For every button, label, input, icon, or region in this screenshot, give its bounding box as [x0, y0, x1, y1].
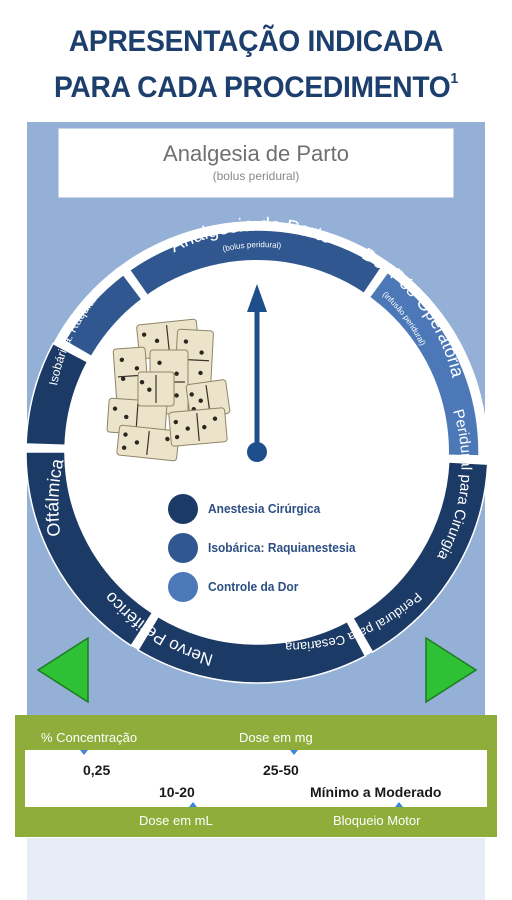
right-triangle-icon[interactable] [420, 634, 480, 706]
selected-procedure-note: (bolus peridural) [212, 169, 300, 183]
dosage-values-box: 0,25 25-50 10-20 Mínimo a Moderado [25, 750, 487, 807]
dominoes-image [106, 318, 231, 462]
legend-label: Isobárica: Raquianestesia [208, 540, 356, 555]
page-title: APRESENTAÇÃO INDICADA PARA CADA PROCEDIM… [15, 22, 496, 108]
legend-item: Anestesia Cirúrgica [168, 494, 428, 524]
footnote-marker: 1 [450, 70, 458, 87]
motor-block-tick [395, 802, 403, 807]
page-title-line1: APRESENTAÇÃO INDICADA [68, 25, 444, 58]
dose-mg-tick [290, 750, 298, 755]
motor-block-label: Bloqueio Motor [333, 813, 421, 828]
dose-mg-value: 25-50 [263, 762, 299, 778]
page-title-line2-text: PARA CADA PROCEDIMENTO [53, 71, 451, 104]
pointer-arrow-icon [247, 284, 267, 462]
domino-tile [168, 407, 228, 447]
concentration-label: % Concentração [41, 730, 138, 745]
segment-peridural-cirurgia[interactable] [351, 461, 489, 654]
legend-label: Anestesia Cirúrgica [208, 501, 321, 516]
legend-dot-isobarica [168, 533, 198, 563]
legend-item: Isobárica: Raquianestesia [168, 533, 428, 563]
motor-block-value: Mínimo a Moderado [310, 784, 442, 800]
legend-item: Controle da Dor [168, 572, 428, 602]
domino-tile [137, 371, 175, 407]
concentration-tick [80, 750, 88, 755]
dose-mg-label: Dose em mg [239, 730, 313, 745]
dose-ml-tick [189, 802, 197, 807]
legend-dot-anestesia [168, 494, 198, 524]
selected-procedure-name: Analgesia de Parto [163, 141, 349, 166]
dose-ml-value: 10-20 [159, 784, 195, 800]
concentration-value: 0,25 [83, 762, 111, 778]
left-triangle-icon[interactable] [34, 634, 94, 706]
legend-label: Controle da Dor [208, 579, 299, 594]
dosage-info-panel: % Concentração Dose em mg 0,25 25-50 10-… [15, 715, 497, 837]
page-title-line2: PARA CADA PROCEDIMENTO1 [15, 62, 496, 108]
selected-procedure-box: Analgesia de Parto (bolus peridural) [58, 128, 454, 198]
dose-ml-label: Dose em mL [139, 813, 213, 828]
legend-dot-controle [168, 572, 198, 602]
segment-nervo-periferico[interactable] [25, 451, 154, 647]
panel-lower-strip [27, 838, 485, 900]
